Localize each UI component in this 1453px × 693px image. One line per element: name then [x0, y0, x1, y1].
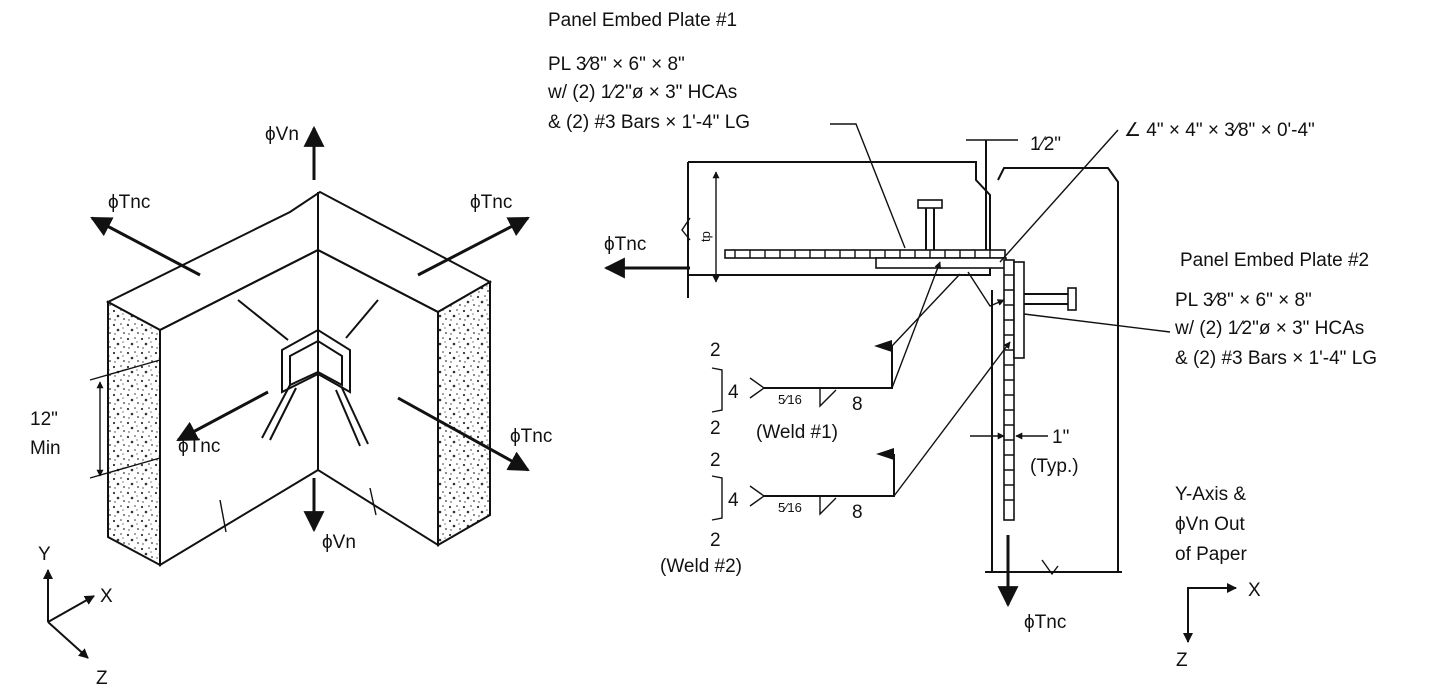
embed1-line1: PL 3⁄8" × 6" × 8"	[548, 54, 685, 75]
weld2-name: (Weld #2)	[660, 556, 742, 577]
force-tnc-upper-left-label: ϕTnc	[108, 192, 150, 213]
panel-2-outline	[997, 167, 1119, 572]
force-tnc-mid-left: ϕTnc	[176, 390, 269, 457]
axis-triad-left: Y X Z	[38, 544, 113, 689]
isometric-corner-view: 12" Min ϕVn ϕVn ϕTnc ϕTnc ϕTnc ϕTnc	[30, 124, 552, 689]
force-vn-bottom-label: ϕVn	[322, 532, 356, 553]
weld2-bottom: 2	[710, 530, 721, 551]
embed2-line3: & (2) #3 Bars × 1'-4" LG	[1175, 348, 1377, 369]
force-tnc-upper-left: ϕTnc	[90, 192, 201, 277]
dim-12in-value: 12"	[30, 409, 58, 430]
plan-force-tnc-left: ϕTnc	[603, 234, 690, 279]
embed-plate-2	[1003, 259, 1077, 521]
weld2-top: 2	[710, 450, 721, 471]
panel-1-outline	[688, 161, 991, 276]
angle-label: ∠ 4" × 4" × 3⁄8" × 0'-4"	[1124, 120, 1315, 141]
embed1-title: Panel Embed Plate #1	[548, 10, 737, 31]
plan-force-tnc-bottom: ϕTnc	[997, 535, 1066, 633]
dim-typ-label: (Typ.)	[1030, 456, 1079, 477]
force-vn-top: ϕVn	[265, 124, 325, 180]
angle-vertical-leg: 1⁄2"	[966, 134, 1061, 250]
force-vn-top-label: ϕVn	[265, 124, 299, 145]
axis-triad-plan: X Z	[1176, 580, 1261, 671]
dim-min-label: Min	[30, 438, 61, 459]
note-line2: ϕVn Out	[1175, 514, 1246, 535]
force-vn-bottom: ϕVn	[303, 478, 356, 553]
force-tnc-upper-right-label: ϕTnc	[470, 192, 512, 213]
note-line3: of Paper	[1175, 544, 1247, 565]
axis-z-label: Z	[96, 668, 108, 688]
force-tnc-mid-right: ϕTnc	[397, 396, 552, 472]
force-tnc-upper-right: ϕTnc	[417, 192, 530, 277]
dim-1in-typ: 1" (Typ.)	[970, 427, 1079, 477]
embed1-line3: & (2) #3 Bars × 1'-4" LG	[548, 112, 750, 133]
plan-tnc-bottom-label: ϕTnc	[1024, 612, 1066, 633]
force-tnc-mid-left-label: ϕTnc	[178, 436, 220, 457]
right-wall-section	[437, 280, 491, 547]
right-wall-face	[317, 248, 439, 547]
weld2-size: 5⁄16	[778, 500, 802, 515]
weld1-bottom: 2	[710, 418, 721, 439]
dim-12in-min: 12" Min	[30, 359, 161, 479]
weld1-size: 5⁄16	[778, 392, 802, 407]
dim-1in-label: 1"	[1052, 427, 1069, 448]
plan-view: Panel Embed Plate #1 PL 3⁄8" × 6" × 8" w…	[547, 10, 1377, 671]
plan-axis-z: Z	[1176, 650, 1188, 671]
weld2-length: 8	[852, 502, 863, 523]
gap-label: 1⁄2"	[1030, 134, 1061, 155]
left-wall-section	[107, 300, 161, 567]
plan-axis-x: X	[1248, 580, 1261, 601]
corner-angle-assembly	[237, 299, 379, 447]
embed2-title: Panel Embed Plate #2	[1180, 250, 1369, 271]
axis-x-label: X	[100, 586, 113, 607]
weld1-length: 8	[852, 394, 863, 415]
weld-2-symbol: 2 4 2 5⁄16 8 (Weld #2)	[660, 341, 1011, 577]
weld-1-symbol: 2 4 2 5⁄16 8 (Weld #1)	[710, 261, 961, 443]
embed1-line2: w/ (2) 1⁄2"ø × 3" HCAs	[547, 82, 737, 103]
embed2-line2: w/ (2) 1⁄2"ø × 3" HCAs	[1174, 318, 1364, 339]
weld1-mid: 4	[728, 382, 739, 403]
embed2-line1: PL 3⁄8" × 6" × 8"	[1175, 290, 1312, 311]
tp-label: tp	[698, 231, 713, 242]
force-tnc-mid-right-label: ϕTnc	[510, 426, 552, 447]
weld1-top: 2	[710, 340, 721, 361]
note-line1: Y-Axis &	[1175, 484, 1246, 505]
embed-plate-1	[724, 199, 1007, 269]
plan-tnc-left-label: ϕTnc	[604, 234, 646, 255]
weld2-mid: 4	[728, 490, 739, 511]
axis-y-label: Y	[38, 544, 51, 565]
weld1-name: (Weld #1)	[756, 422, 838, 443]
